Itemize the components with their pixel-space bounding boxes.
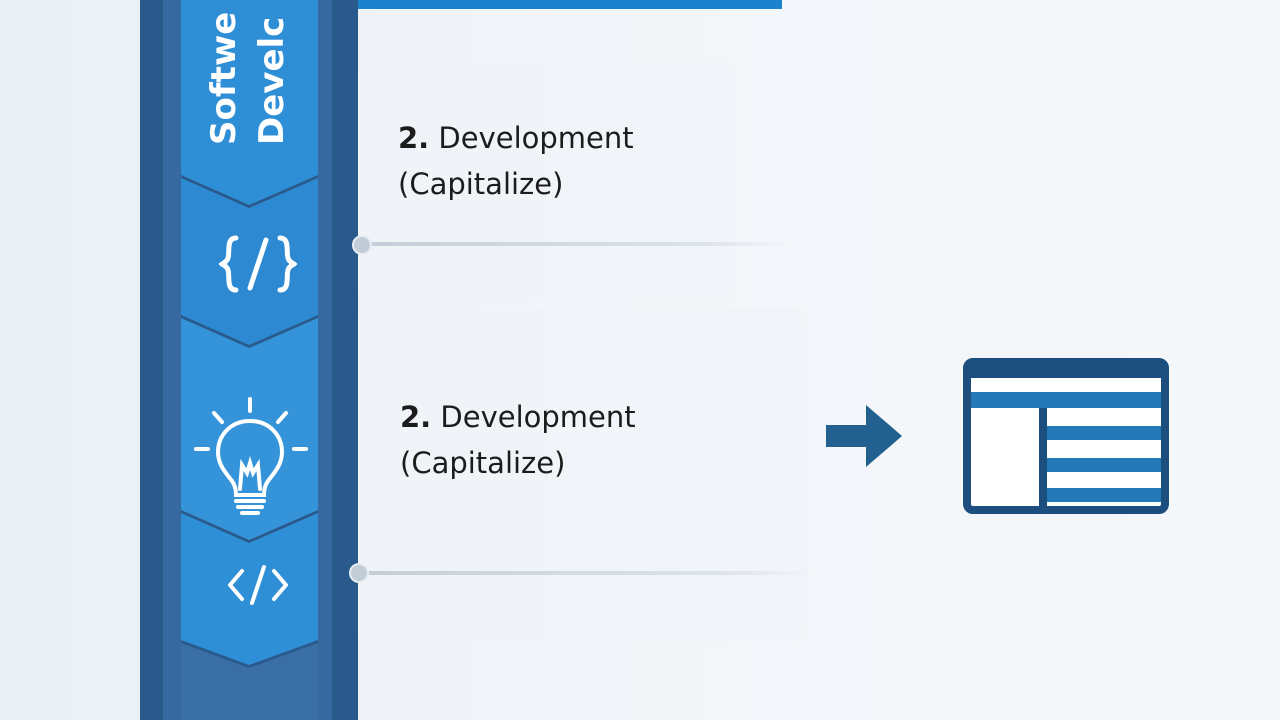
- step-2-number: 2.: [400, 400, 432, 434]
- step-1-title: Development: [438, 121, 634, 155]
- sidebar-vertical-title: Softwe Develc: [200, 12, 296, 145]
- chevron-segment-3: [181, 318, 318, 540]
- step-1-heading: 2. Development: [398, 115, 634, 161]
- chevron-segment-4: [181, 513, 318, 665]
- step-2-subtitle: (Capitalize): [400, 446, 566, 480]
- chevron-segment-5: [181, 643, 318, 720]
- rail-edge-left: [163, 0, 181, 720]
- lightbulb-icon: [194, 397, 308, 515]
- connector-dot-1: [352, 235, 372, 255]
- code-braces-icon: [218, 235, 298, 293]
- connector-dot-2: [349, 563, 369, 583]
- rail-edge-right: [318, 0, 332, 720]
- chevron-segment-2: [181, 178, 318, 345]
- step-1-text: 2. Development (Capitalize): [398, 115, 634, 207]
- step-2-title: Development: [440, 400, 636, 434]
- arrow-right-icon: [826, 405, 902, 467]
- connector-line-2: [360, 571, 810, 575]
- step-1-subtitle: (Capitalize): [398, 167, 564, 201]
- step-card-1: [358, 62, 738, 302]
- connector-line-1: [360, 242, 790, 246]
- title-line-2: Develc: [252, 16, 292, 145]
- code-tag-icon: [228, 565, 288, 605]
- step-2-heading: 2. Development: [400, 394, 636, 440]
- step-2-text: 2. Development (Capitalize): [400, 394, 636, 486]
- step-1-number: 2.: [398, 121, 430, 155]
- top-accent-bar: [340, 0, 782, 9]
- chevron-segment-1: [181, 0, 318, 205]
- step-card-2: [358, 308, 808, 642]
- document-layout-icon: [963, 358, 1169, 514]
- title-line-1: Softwe: [204, 11, 244, 145]
